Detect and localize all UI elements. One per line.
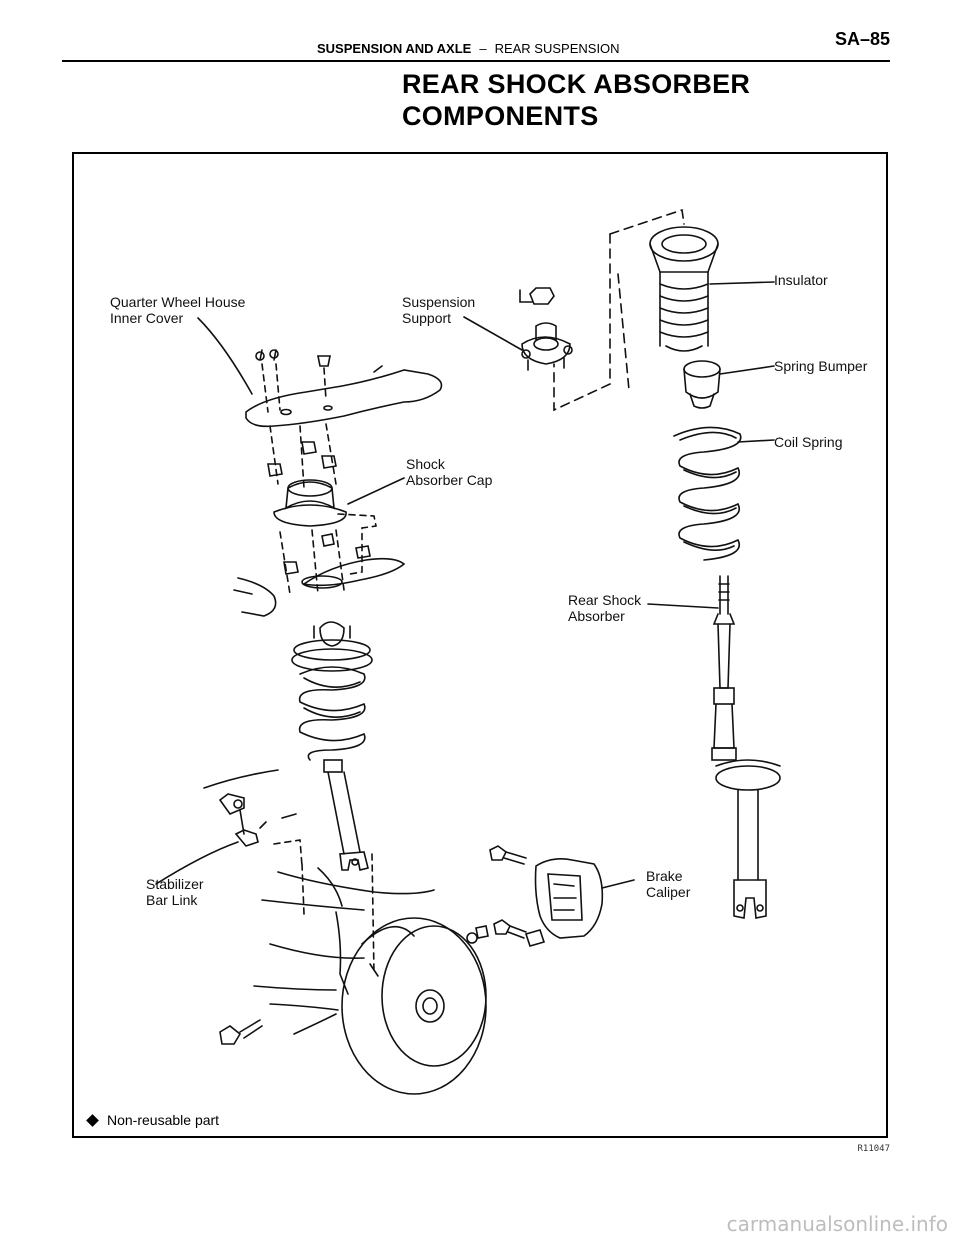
insulator-part — [649, 226, 719, 352]
nut-part — [519, 287, 555, 305]
leader-brake-caliper — [601, 879, 635, 889]
rear-shock-absorber-part — [711, 575, 781, 919]
spring-bumper-part — [683, 360, 721, 409]
leader-stabilizer-bar-link — [155, 841, 239, 885]
label-coil-spring: Coil Spring — [774, 434, 843, 450]
label-insulator: Insulator — [774, 272, 828, 288]
leader-suspension-support — [463, 316, 523, 351]
legend: Non-reusable part — [86, 1112, 219, 1128]
label-spring-bumper: Spring Bumper — [774, 358, 868, 374]
leader-shock-absorber-cap — [347, 477, 405, 505]
page-number: SA–85 — [834, 29, 890, 49]
quarter-wheel-house-cover-part — [245, 349, 443, 428]
strut-assembly-part — [291, 621, 373, 871]
label-shock-absorber-cap: Shock Absorber Cap — [406, 456, 493, 488]
leader-rear-shock-absorber — [647, 603, 719, 609]
diamond-icon — [86, 1113, 99, 1127]
label-stabilizer-bar-link: Stabilizer Bar Link — [146, 876, 204, 908]
diagram-frame: Quarter Wheel House Inner Cover Suspensi… — [72, 152, 890, 1154]
lower-bolt-part — [219, 1019, 263, 1045]
exploded-diagram — [155, 208, 781, 1095]
caliper-bolts — [466, 845, 527, 944]
label-rear-shock-absorber: Rear Shock Absorber — [568, 592, 642, 624]
shock-absorber-cap-part — [273, 479, 347, 527]
page-title: REAR SHOCK ABSORBER COMPONENTS — [402, 69, 751, 131]
page-header: SUSPENSION AND AXLE–REAR SUSPENSION SA–8… — [62, 28, 890, 62]
dashed-guide-top — [609, 208, 685, 235]
leader-spring-bumper — [719, 365, 775, 375]
watermark: carmanualsonline.info — [726, 1212, 948, 1236]
figure-code: R11047 — [857, 1144, 890, 1154]
label-brake-caliper: Brake Caliper — [646, 868, 691, 900]
label-quarter-wheel-house-cover: Quarter Wheel House Inner Cover — [110, 294, 246, 326]
suspension-support-part — [521, 322, 573, 371]
brake-caliper-part — [524, 858, 604, 947]
stabilizer-bar-link-part — [203, 769, 297, 847]
brake-disc-part — [341, 917, 487, 1095]
label-suspension-support: Suspension Support — [402, 294, 476, 326]
leader-insulator — [709, 281, 775, 285]
section-title: SUSPENSION AND AXLE–REAR SUSPENSION — [317, 41, 620, 56]
leader-quarter-wheel-house — [197, 317, 253, 395]
leader-coil-spring — [737, 439, 775, 443]
cap-nuts — [267, 441, 337, 477]
coil-spring-part — [673, 426, 742, 561]
